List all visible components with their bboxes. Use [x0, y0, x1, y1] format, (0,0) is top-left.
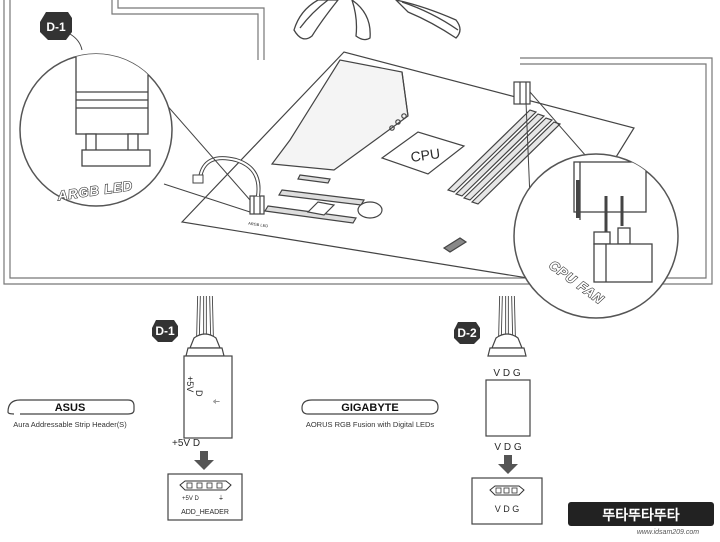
- gigabyte-down-arrow: [498, 455, 518, 474]
- asus-brand: ASUS: [55, 402, 86, 414]
- asus-header-ground-mark: ⏚: [218, 495, 224, 502]
- gigabyte-brand: GIGABYTE: [341, 402, 398, 414]
- badge-d2-gigabyte: D-2: [454, 322, 480, 344]
- gigabyte-header-box: [471, 477, 543, 525]
- gigabyte-connector: [485, 379, 531, 437]
- outer-frame: [3, 0, 713, 285]
- asus-header-name: ADD_HEADER: [181, 509, 229, 516]
- asus-header-pins: +5V D: [182, 496, 200, 502]
- watermark-url: www.idsam209.com: [637, 529, 699, 536]
- asus-header-box: [167, 473, 243, 521]
- gigabyte-description: AORUS RGB Fusion with Digital LEDs: [306, 420, 435, 429]
- asus-connector-pin2: D: [194, 390, 204, 397]
- gigabyte-top-pins: V D G: [493, 368, 520, 379]
- asus-cable: [185, 295, 225, 357]
- asus-description: Aura Addressable Strip Header(S): [13, 420, 127, 429]
- fan-blades: [293, 0, 461, 41]
- badge-d1-asus-text: D-1: [155, 324, 175, 338]
- asus-connector: [183, 355, 233, 439]
- badge-d1-top: D-1: [40, 12, 83, 51]
- badge-d2-gigabyte-text: D-2: [457, 326, 477, 340]
- gigabyte-pill: GIGABYTE: [301, 399, 439, 415]
- argb-led-callout: ARGB LED: [19, 53, 173, 207]
- gigabyte-header-pins: V D G: [495, 504, 520, 514]
- watermark: 뚜타뚜타뚜타 www.idsam209.com: [568, 502, 714, 536]
- watermark-title: 뚜타뚜타뚜타: [602, 508, 679, 524]
- gigabyte-cable: [487, 295, 527, 357]
- board-argb-label: ARGB LED: [248, 221, 269, 229]
- asus-connector-pin1: +5V: [185, 376, 195, 392]
- cpu-chip-label: CPU: [410, 145, 442, 165]
- asus-down-arrow: [194, 451, 214, 470]
- asus-connector-ground-mark: ⏚: [212, 398, 220, 405]
- gigabyte-bottom-pins: V D G: [494, 442, 521, 453]
- badge-d1-top-text: D-1: [46, 20, 66, 34]
- cpu-fan-callout: CPU FAN: [513, 153, 679, 319]
- asus-bottom-pins: +5V D: [172, 438, 200, 449]
- asus-pill: ASUS: [7, 399, 135, 415]
- badge-d1-asus: D-1: [152, 320, 178, 342]
